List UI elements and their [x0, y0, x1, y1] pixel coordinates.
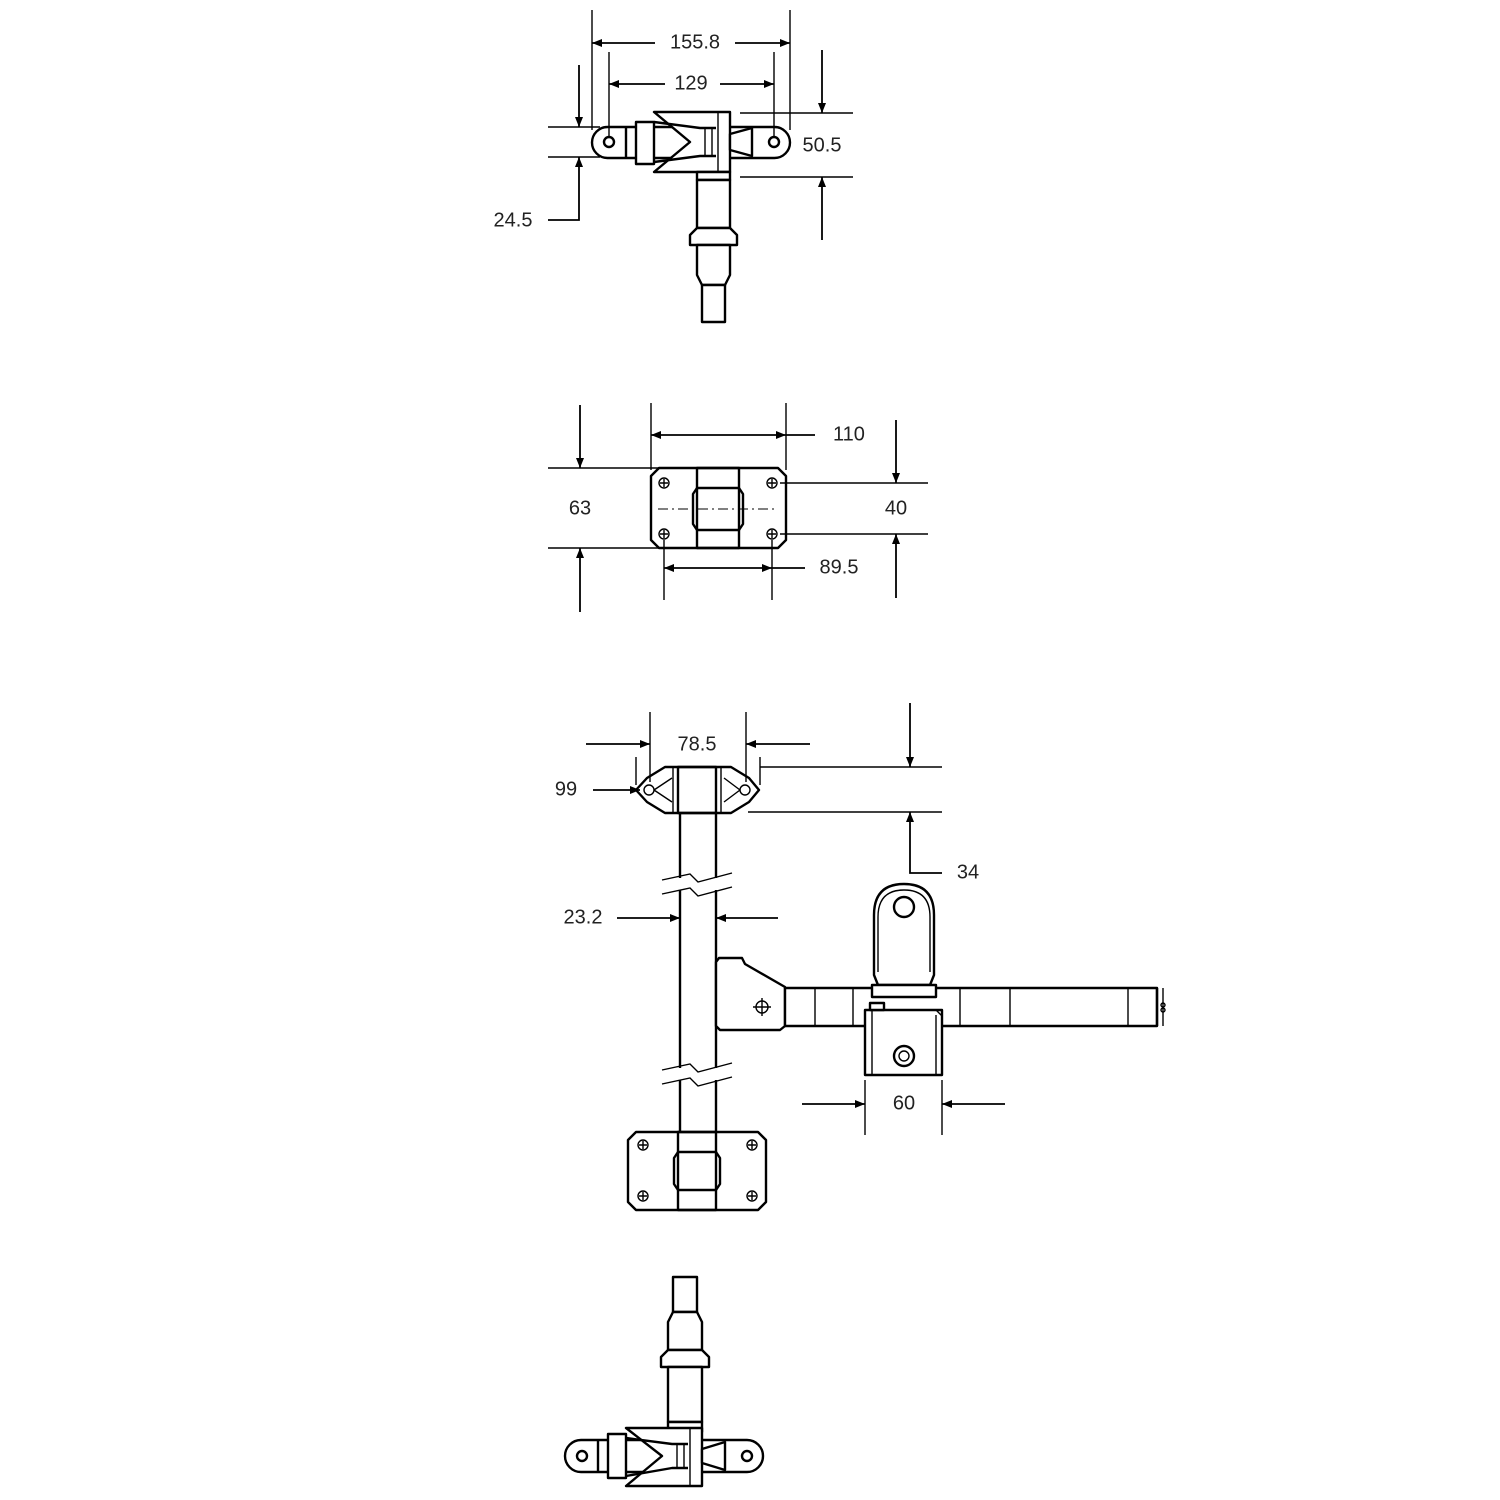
dimension-50-5: 50.5: [740, 50, 853, 240]
top-view-part: [590, 110, 792, 324]
dimension-label: 63: [569, 497, 591, 519]
dimension-40: 40: [780, 420, 928, 598]
dimension-label: 78.5: [678, 733, 717, 755]
dimension-label: 40: [885, 497, 907, 519]
dimension-label: 23.2: [564, 906, 603, 928]
dimension-110: 110: [650, 403, 865, 470]
dimension-label: 89.5: [820, 556, 859, 578]
dimension-label: 129: [674, 72, 707, 94]
dimension-23-2: 23.2: [564, 906, 778, 928]
dimension-78-5: 78.5: [586, 712, 810, 782]
dimension-label: 34: [957, 861, 979, 883]
bottom-view-part: [563, 1275, 765, 1488]
dimension-label: 24.5: [494, 209, 533, 231]
dimension-129: 129: [608, 52, 775, 136]
dimension-34: 34: [748, 703, 979, 883]
dimension-99: 99: [555, 757, 761, 800]
mounting-plate-view: [649, 466, 788, 550]
dimension-label: 155.8: [670, 31, 720, 53]
dimension-label: 50.5: [803, 134, 842, 156]
dimension-63: 63: [548, 405, 660, 612]
dimension-155-8: 155.8: [591, 10, 791, 130]
dimension-24-5: 24.5: [494, 65, 600, 231]
dimension-label: 60: [893, 1092, 915, 1114]
dimension-60: 60: [802, 1080, 1005, 1135]
dimension-label: 99: [555, 778, 577, 800]
dimension-89-5: 89.5: [663, 540, 859, 600]
dimension-label: 110: [833, 423, 865, 445]
front-view-assembly: [626, 765, 1166, 1212]
